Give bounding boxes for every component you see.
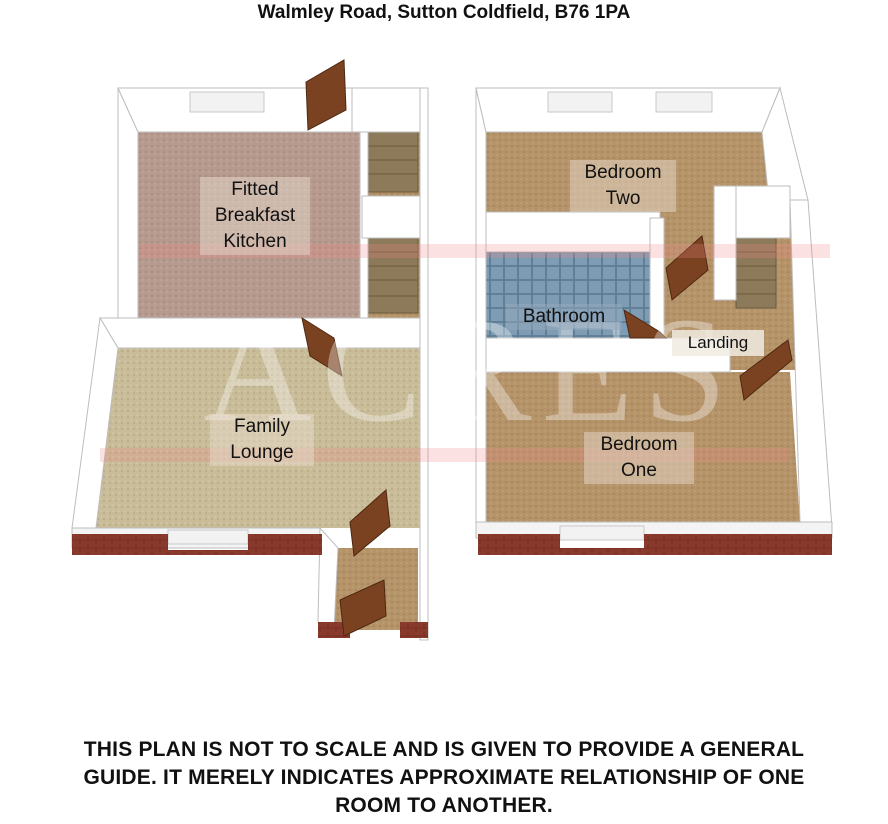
lounge-door-icon bbox=[301, 316, 343, 378]
entrance-door-icon bbox=[339, 579, 387, 637]
bedroom-two-label-line-1: Bedroom bbox=[584, 162, 662, 183]
disclaimer-line-2: GUIDE. IT MERELY INDICATES APPROXIMATE R… bbox=[83, 766, 805, 789]
first-brick-base bbox=[478, 534, 832, 555]
lounge-window bbox=[167, 529, 249, 545]
bedroom-one-label: Bedroom One bbox=[584, 432, 694, 484]
landing-stairs bbox=[735, 237, 777, 309]
bedroom-one-label-line-2: One bbox=[621, 460, 657, 481]
bathroom-door-icon bbox=[623, 308, 668, 339]
landing-label-text: Landing bbox=[687, 333, 749, 352]
kitchen-floor bbox=[138, 132, 360, 318]
porch-brick-base bbox=[318, 622, 350, 638]
bedroom-two-window-left bbox=[547, 91, 613, 113]
bedroom-one-window bbox=[559, 525, 645, 541]
ground-brick-base bbox=[72, 534, 322, 555]
bedroom-two-label: Bedroom Two bbox=[570, 160, 676, 212]
lounge-label-line-2: Lounge bbox=[230, 442, 294, 463]
porch-brick-base-right bbox=[400, 622, 428, 638]
watermark: ACRES bbox=[203, 287, 736, 453]
landing-label: Landing bbox=[672, 330, 764, 356]
kitchen-label-line-3: Kitchen bbox=[223, 231, 287, 252]
plan-title: Walmley Road, Sutton Coldfield, B76 1PA bbox=[257, 2, 631, 23]
lounge-floor bbox=[96, 348, 420, 528]
bedroom-two-window-right bbox=[655, 91, 713, 113]
watermark-band-upper bbox=[140, 244, 830, 258]
bedroom-two-door-icon bbox=[665, 235, 709, 301]
kitchen-window bbox=[189, 91, 265, 113]
disclaimer-line-1: THIS PLAN IS NOT TO SCALE AND IS GIVEN T… bbox=[83, 738, 805, 761]
ground-stairs bbox=[367, 131, 419, 314]
bedroom-two-floor bbox=[486, 132, 770, 212]
bedroom-two-label-line-2: Two bbox=[605, 188, 641, 209]
bedroom-one-door-icon bbox=[739, 339, 793, 401]
watermark-band-lower bbox=[100, 448, 790, 462]
ground-floor bbox=[71, 59, 429, 641]
kitchen-label: Fitted Breakfast Kitchen bbox=[200, 177, 310, 255]
bedroom-one-label-line-1: Bedroom bbox=[600, 434, 678, 455]
lounge-label-line-1: Family bbox=[234, 416, 290, 437]
kitchen-label-line-1: Fitted bbox=[231, 179, 279, 200]
bedroom-one-floor bbox=[486, 372, 800, 522]
front-door-icon bbox=[305, 59, 347, 131]
lounge-label: Family Lounge bbox=[210, 414, 314, 466]
disclaimer-line-3: ROOM TO ANOTHER. bbox=[335, 794, 553, 817]
kitchen-label-line-2: Breakfast bbox=[214, 205, 296, 226]
porch-door-icon bbox=[349, 488, 391, 557]
bathroom-label-text: Bathroom bbox=[522, 306, 606, 327]
bathroom-label: Bathroom bbox=[506, 304, 622, 330]
disclaimer: THIS PLAN IS NOT TO SCALE AND IS GIVEN T… bbox=[0, 736, 888, 820]
